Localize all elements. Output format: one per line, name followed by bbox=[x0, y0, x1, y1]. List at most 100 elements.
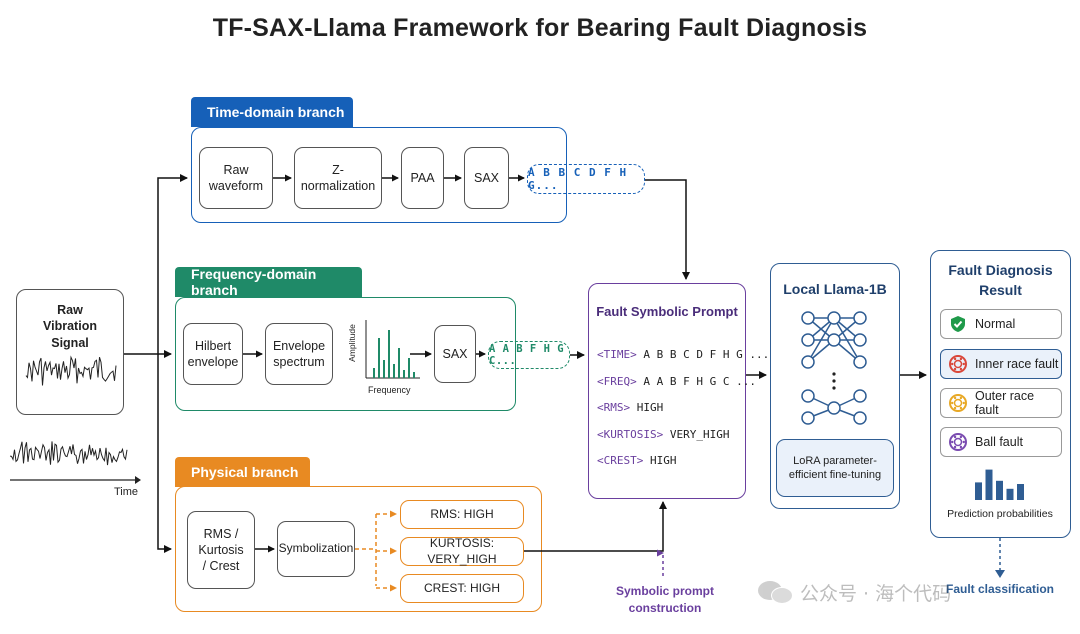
prompt-tag: <FREQ> bbox=[597, 374, 637, 388]
watermark-text: 公众号 · 海个代码 bbox=[800, 582, 952, 605]
nn-ellipsis-dot bbox=[832, 372, 836, 376]
probability-bar bbox=[996, 480, 1003, 500]
bearing-icon bbox=[949, 394, 967, 412]
llama-title: Local Llama-1B bbox=[783, 281, 887, 297]
result-item: Inner race fault bbox=[940, 349, 1062, 379]
result-item: Normal bbox=[940, 309, 1062, 339]
physical-features-box: RMS / Kurtosis / Crest bbox=[187, 511, 255, 589]
input-waveform bbox=[25, 355, 117, 386]
prompt-caption: Symbolic prompt construction bbox=[615, 584, 714, 616]
nn-node bbox=[853, 389, 867, 403]
nn-node bbox=[853, 411, 867, 425]
physical-output-kurtosis: KURTOSIS: VERY_HIGH bbox=[400, 536, 524, 566]
probability-bar bbox=[1017, 484, 1024, 500]
prompt-line: <FREQ> A A B F H G C ... bbox=[597, 375, 756, 388]
freq-step-hilbert-envelope: Hilbert envelope bbox=[183, 323, 243, 385]
physical-branch bbox=[175, 486, 542, 612]
time-axis-label: Time bbox=[114, 486, 139, 498]
raw-vibration-signal-box: Raw Vibration Signal bbox=[16, 289, 124, 415]
result-item: Outer race fault bbox=[940, 388, 1062, 418]
prompt-line: <CREST> HIGH bbox=[597, 454, 676, 467]
physical-output-crest: CREST: HIGH bbox=[400, 574, 524, 603]
freq-step-envelope-spectrum: Envelope spectrum bbox=[265, 323, 333, 385]
local-llama-box bbox=[770, 263, 900, 509]
time-step-sax: SAX bbox=[464, 147, 509, 209]
prompt-tag: <RMS> bbox=[597, 401, 631, 414]
probability-bar bbox=[1006, 488, 1014, 500]
result-item-label: Inner race fault bbox=[975, 357, 1059, 371]
probability-bars bbox=[975, 469, 1024, 500]
freq-sax-symbols: A A B F H G C... bbox=[488, 341, 570, 369]
nn-node bbox=[827, 333, 841, 347]
time-waveform bbox=[9, 441, 128, 466]
bearing-icon bbox=[949, 433, 967, 451]
physical-to-prompt-arrow bbox=[524, 501, 667, 552]
shield-check-icon bbox=[949, 315, 967, 333]
time-sax-symbols: A B B C D F H G... bbox=[527, 164, 645, 194]
nn-node bbox=[827, 401, 841, 415]
result-item-label: Normal bbox=[975, 317, 1016, 331]
prompt-tag: <CREST> bbox=[597, 454, 644, 467]
nn-node bbox=[801, 355, 815, 369]
prompt-value: A A B F H G C ... bbox=[636, 374, 756, 388]
prediction-probabilities-label: Prediction probabilities bbox=[947, 508, 1053, 520]
prompt-line: <TIME> A B B C D F H G ... bbox=[597, 348, 769, 361]
nn-node bbox=[853, 311, 867, 325]
prompt-value: VERY_HIGH bbox=[663, 427, 730, 441]
physical-branch-tab: Physical branch bbox=[175, 457, 310, 487]
prompt-line: <RMS> HIGH bbox=[597, 401, 663, 414]
fault-classification-caption: Fault classification bbox=[945, 582, 1055, 596]
prompt-title: Fault Symbolic Prompt bbox=[596, 304, 738, 319]
probability-bar bbox=[985, 469, 993, 500]
nn-ellipsis-dot bbox=[832, 386, 836, 390]
nn-ellipsis-dot bbox=[832, 379, 836, 383]
to-time-branch-arrow bbox=[150, 174, 188, 355]
nn-node bbox=[801, 311, 815, 325]
to-physical-branch-arrow bbox=[157, 354, 172, 553]
frequency-domain-branch bbox=[175, 297, 516, 411]
wechat-icon bbox=[758, 578, 794, 606]
nn-node bbox=[801, 333, 815, 347]
time-to-prompt-arrow bbox=[645, 179, 690, 280]
nn-edge bbox=[807, 317, 835, 363]
time-axis-arrow bbox=[135, 476, 141, 484]
result-item: Ball fault bbox=[940, 427, 1062, 457]
prompt-tag: <TIME> bbox=[597, 348, 637, 361]
nn-node bbox=[827, 311, 841, 325]
symbolization-box: Symbolization bbox=[277, 521, 355, 577]
result-caption-arrowhead bbox=[995, 570, 1005, 578]
spectrum-xlabel: Frequency bbox=[368, 385, 411, 395]
probability-bar bbox=[975, 482, 982, 500]
bearing-icon bbox=[949, 355, 967, 373]
fault-symbolic-prompt-box bbox=[588, 283, 746, 499]
nn-node bbox=[853, 355, 867, 369]
fault-diagnosis-result-box bbox=[930, 250, 1071, 538]
nn-node bbox=[801, 411, 815, 425]
nn-node bbox=[801, 389, 815, 403]
prompt-value: HIGH bbox=[630, 401, 664, 414]
time-step-paa: PAA bbox=[401, 147, 444, 209]
prompt-value: A B B C D F H G ... bbox=[636, 348, 770, 361]
time-domain-branch-tab: Time-domain branch bbox=[191, 97, 353, 127]
watermark: 公众号 · 海个代码 bbox=[758, 578, 951, 606]
result-item-label: Ball fault bbox=[975, 435, 1023, 449]
result-title: Fault Diagnosis Result bbox=[948, 262, 1053, 298]
physical-output-rms: RMS: HIGH bbox=[400, 500, 524, 529]
lora-box: LoRA parameter-efficient fine-tuning bbox=[776, 439, 894, 497]
prompt-tag: <KURTOSIS> bbox=[597, 427, 664, 441]
diagram-title: TF-SAX-Llama Framework for Bearing Fault… bbox=[212, 14, 868, 42]
raw-vibration-signal-label: Raw Vibration Signal bbox=[43, 303, 97, 350]
frequency-domain-branch-tab: Frequency-domain branch bbox=[175, 266, 362, 298]
time-step-z-normalization: Z-normalization bbox=[294, 147, 382, 209]
time-domain-branch bbox=[191, 127, 567, 223]
nn-node bbox=[853, 333, 867, 347]
result-item-label: Outer race fault bbox=[975, 389, 1035, 417]
spectrum-bars bbox=[373, 330, 415, 378]
prompt-line: <KURTOSIS> VERY_HIGH bbox=[597, 428, 729, 441]
